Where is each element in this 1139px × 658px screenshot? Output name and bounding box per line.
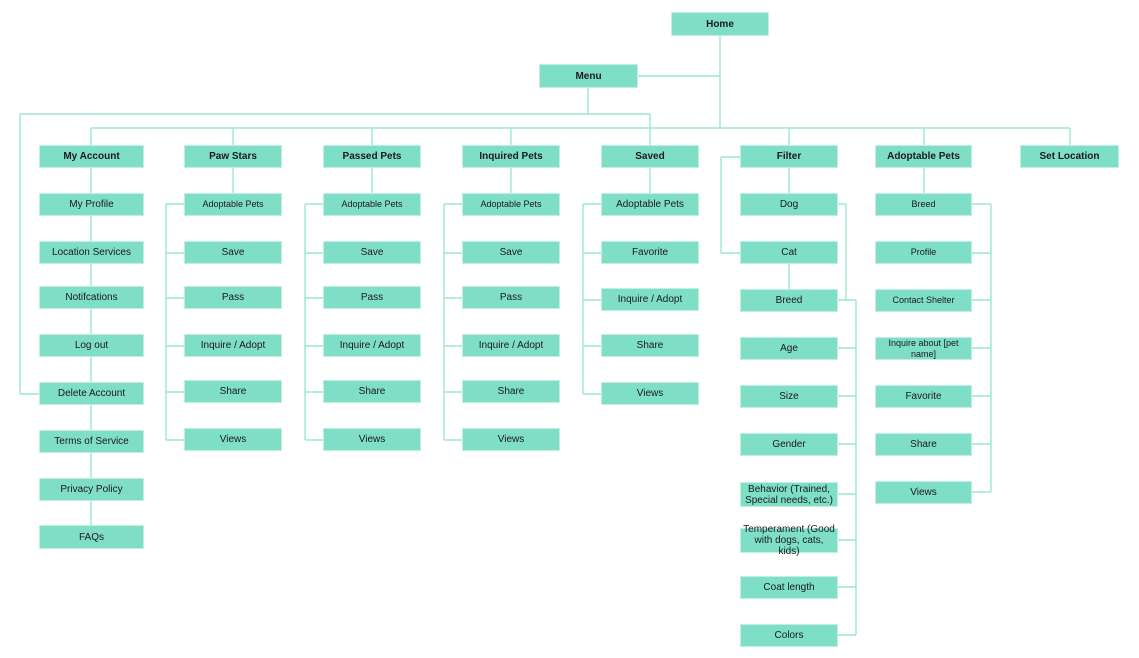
node-adoptable-views[interactable]: Views bbox=[875, 481, 972, 504]
node-adoptable-inquire-about[interactable]: Inquire about [pet name] bbox=[875, 337, 972, 360]
node-paw-stars[interactable]: Paw Stars bbox=[184, 145, 282, 168]
node-home[interactable]: Home bbox=[671, 12, 769, 36]
node-location-services[interactable]: Location Services bbox=[39, 241, 144, 264]
node-inquired-pets-pass[interactable]: Pass bbox=[462, 286, 560, 309]
node-filter-coat-length[interactable]: Coat length bbox=[740, 576, 838, 599]
node-passed-pets-views[interactable]: Views bbox=[323, 428, 421, 451]
node-filter-behavior[interactable]: Behavior (Trained, Special needs, etc.) bbox=[740, 482, 838, 507]
node-filter-colors[interactable]: Colors bbox=[740, 624, 838, 647]
node-delete-account[interactable]: Delete Account bbox=[39, 382, 144, 405]
node-adoptable-contact-shelter[interactable]: Contact Shelter bbox=[875, 289, 972, 312]
node-filter-breed[interactable]: Breed bbox=[740, 289, 838, 312]
node-inquired-pets-inquire-adopt[interactable]: Inquire / Adopt bbox=[462, 334, 560, 357]
node-faqs[interactable]: FAQs bbox=[39, 525, 144, 549]
node-inquired-pets-adoptable-pets[interactable]: Adoptable Pets bbox=[462, 193, 560, 216]
node-paw-stars-adoptable-pets[interactable]: Adoptable Pets bbox=[184, 193, 282, 216]
node-filter-gender[interactable]: Gender bbox=[740, 433, 838, 456]
node-passed-pets-save[interactable]: Save bbox=[323, 241, 421, 264]
node-privacy-policy[interactable]: Privacy Policy bbox=[39, 478, 144, 501]
node-adoptable-breed[interactable]: Breed bbox=[875, 193, 972, 216]
node-saved-views[interactable]: Views bbox=[601, 382, 699, 405]
node-saved-inquire-adopt[interactable]: Inquire / Adopt bbox=[601, 288, 699, 311]
node-filter-temperament[interactable]: Temperament (Good with dogs, cats, kids) bbox=[740, 524, 838, 557]
node-terms-of-service[interactable]: Terms of Service bbox=[39, 430, 144, 453]
node-paw-stars-views[interactable]: Views bbox=[184, 428, 282, 451]
node-passed-pets-share[interactable]: Share bbox=[323, 380, 421, 403]
node-inquired-pets-views[interactable]: Views bbox=[462, 428, 560, 451]
node-filter-age[interactable]: Age bbox=[740, 337, 838, 360]
node-saved-favorite[interactable]: Favorite bbox=[601, 241, 699, 264]
node-filter-size[interactable]: Size bbox=[740, 385, 838, 408]
node-passed-pets-inquire-adopt[interactable]: Inquire / Adopt bbox=[323, 334, 421, 357]
node-my-profile[interactable]: My Profile bbox=[39, 193, 144, 216]
node-passed-pets[interactable]: Passed Pets bbox=[323, 145, 421, 168]
node-filter[interactable]: Filter bbox=[740, 145, 838, 168]
node-adoptable-profile[interactable]: Profile bbox=[875, 241, 972, 264]
node-paw-stars-save[interactable]: Save bbox=[184, 241, 282, 264]
node-saved-adoptable-pets[interactable]: Adoptable Pets bbox=[601, 193, 699, 216]
node-paw-stars-pass[interactable]: Pass bbox=[184, 286, 282, 309]
node-saved-share[interactable]: Share bbox=[601, 334, 699, 357]
node-inquired-pets[interactable]: Inquired Pets bbox=[462, 145, 560, 168]
node-passed-pets-adoptable-pets[interactable]: Adoptable Pets bbox=[323, 193, 421, 216]
node-set-location[interactable]: Set Location bbox=[1020, 145, 1119, 168]
node-inquired-pets-save[interactable]: Save bbox=[462, 241, 560, 264]
node-menu[interactable]: Menu bbox=[539, 64, 638, 88]
node-adoptable-pets[interactable]: Adoptable Pets bbox=[875, 145, 972, 168]
node-paw-stars-inquire-adopt[interactable]: Inquire / Adopt bbox=[184, 334, 282, 357]
node-adoptable-favorite[interactable]: Favorite bbox=[875, 385, 972, 408]
node-paw-stars-share[interactable]: Share bbox=[184, 380, 282, 403]
node-adoptable-share[interactable]: Share bbox=[875, 433, 972, 456]
node-passed-pets-pass[interactable]: Pass bbox=[323, 286, 421, 309]
node-inquired-pets-share[interactable]: Share bbox=[462, 380, 560, 403]
node-filter-dog[interactable]: Dog bbox=[740, 193, 838, 216]
node-notifications[interactable]: Notifcations bbox=[39, 286, 144, 309]
node-my-account[interactable]: My Account bbox=[39, 145, 144, 168]
node-log-out[interactable]: Log out bbox=[39, 334, 144, 357]
node-saved[interactable]: Saved bbox=[601, 145, 699, 168]
node-filter-cat[interactable]: Cat bbox=[740, 241, 838, 264]
